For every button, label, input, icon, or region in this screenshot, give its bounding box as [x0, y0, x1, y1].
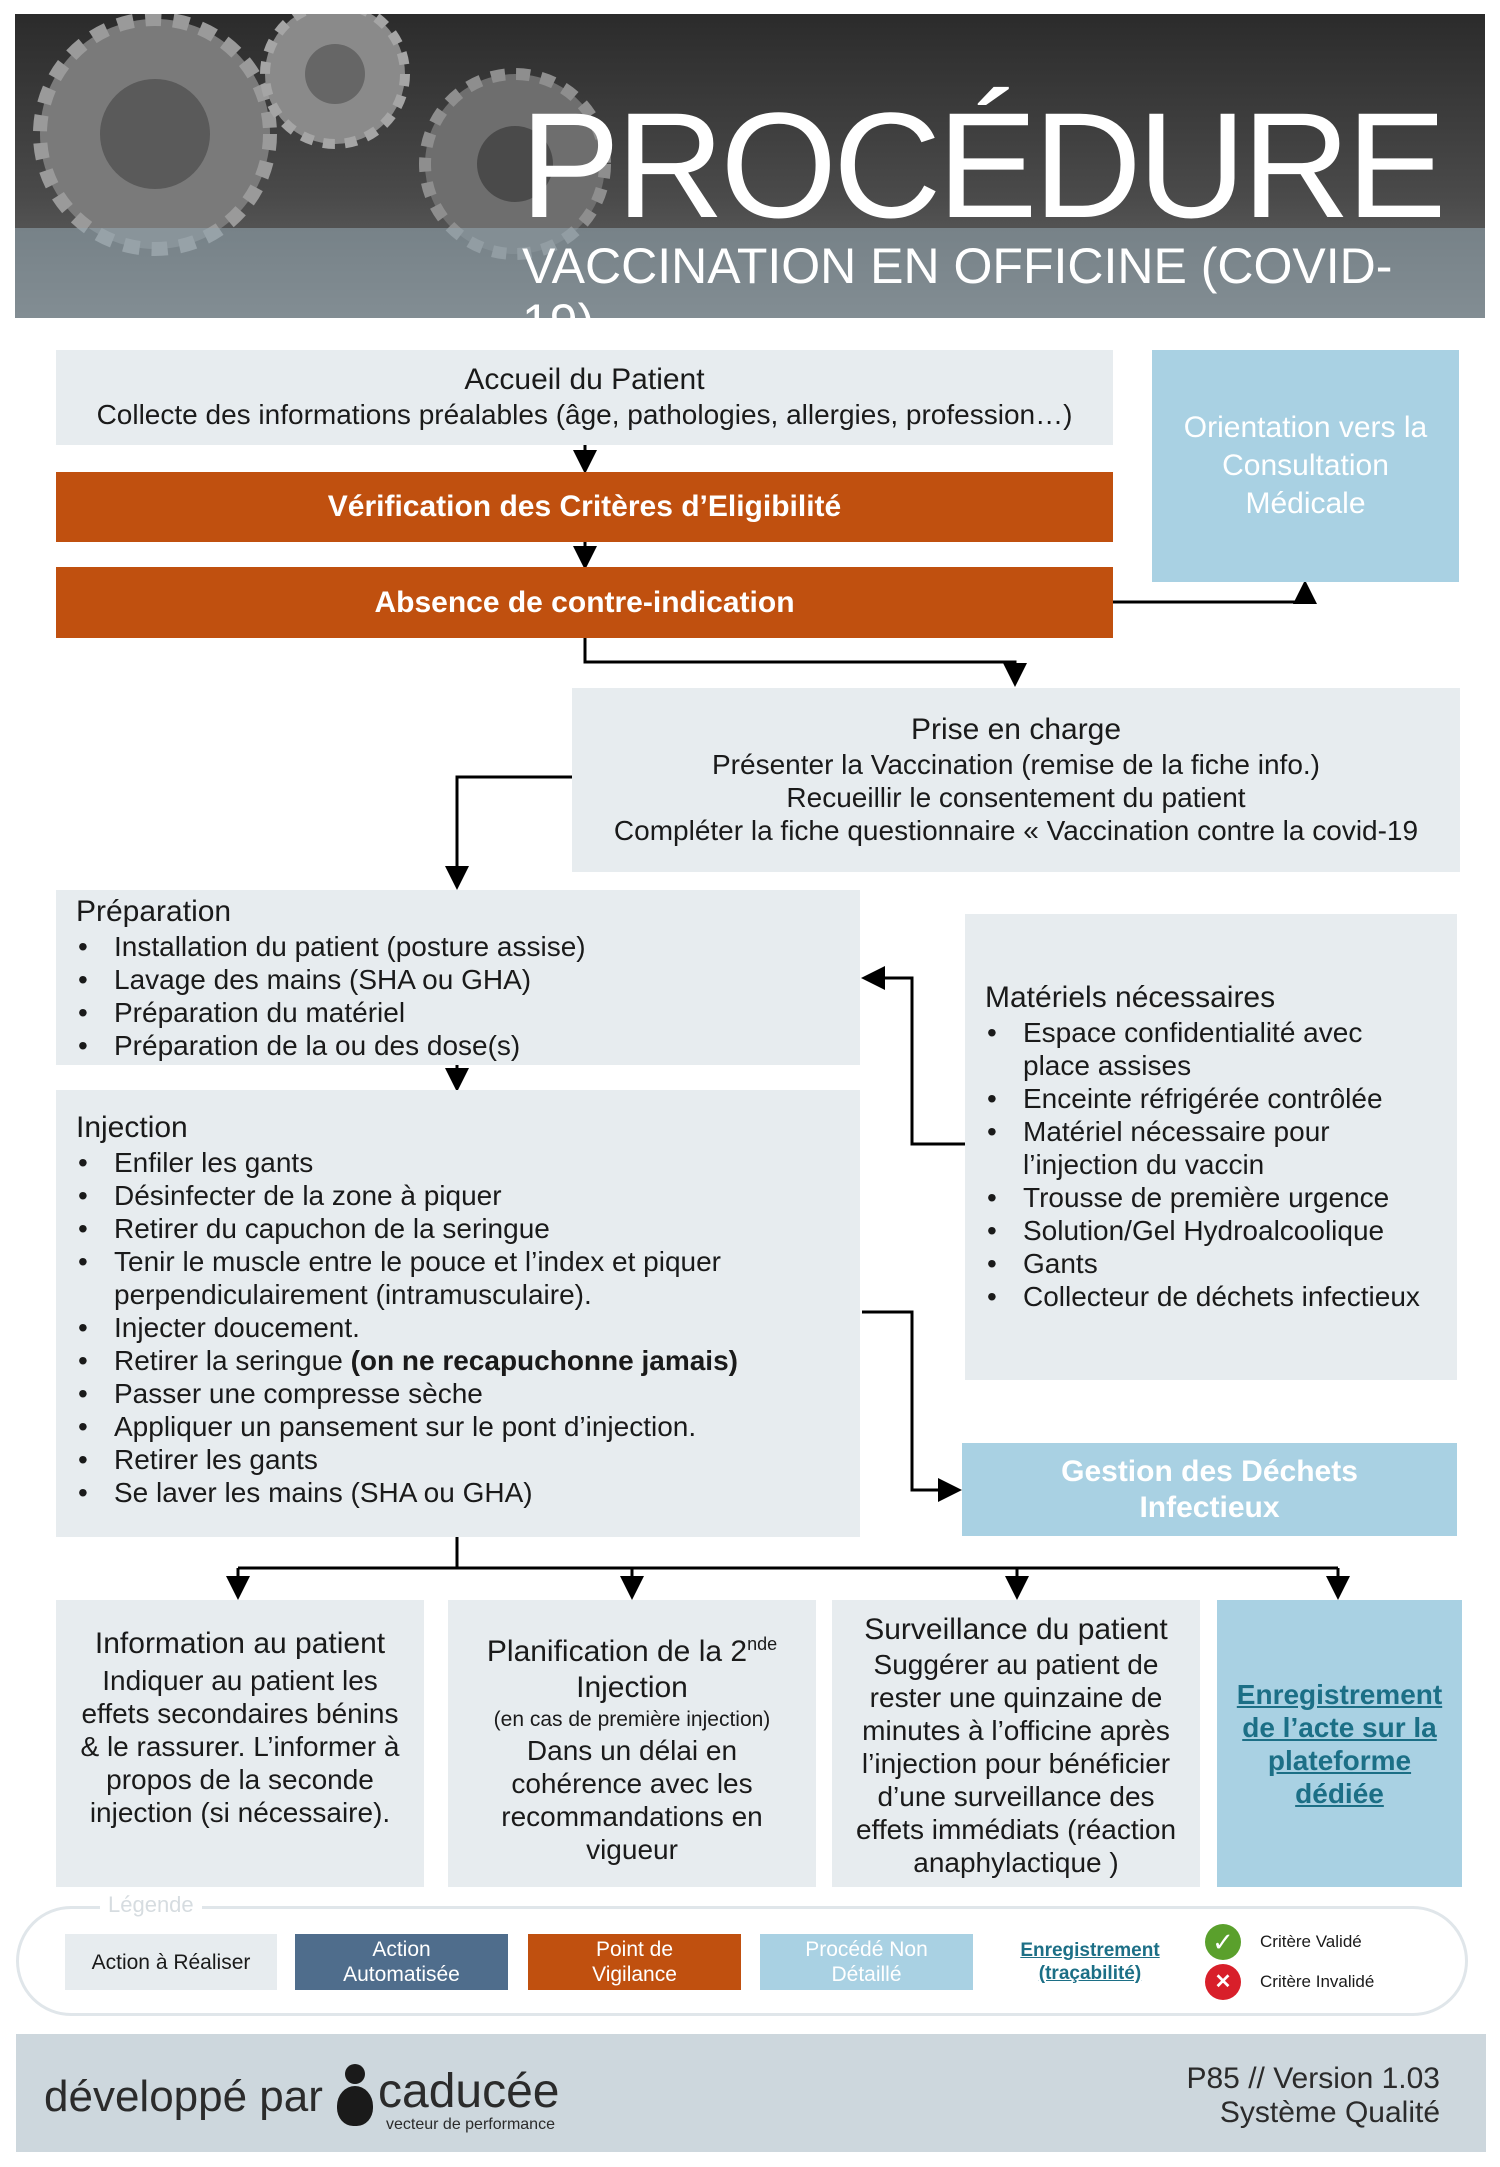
enregistrement-box: Enregistrement de l’acte sur la platefor…	[1217, 1600, 1462, 1887]
gestion-box: Gestion des Déchets Infectieux	[962, 1443, 1457, 1536]
cross-icon: ✕	[1205, 1964, 1241, 2000]
list-item: Matériel nécessaire pour l’injection du …	[985, 1115, 1437, 1181]
prise-title: Prise en charge	[910, 713, 1122, 746]
legend-auto: Action Automatisée	[295, 1934, 508, 1990]
page-title: PROCÉDURE	[520, 81, 1446, 249]
verification-label: Vérification des Critères d’Eligibilité	[327, 490, 842, 523]
caducee-logo-icon	[337, 2064, 373, 2130]
footer-system: Système Qualité	[1219, 2096, 1440, 2129]
legend-enreg-link[interactable]: Enregistrement (traçabilité)	[1020, 1940, 1160, 1984]
planification-title: Planification de la 2nde	[468, 1626, 796, 1670]
accueil-title: Accueil du Patient	[464, 363, 705, 396]
footer-bar	[16, 2034, 1486, 2152]
list-item: Passer une compresse sèche	[76, 1377, 820, 1410]
gears-illustration	[33, 14, 611, 260]
accueil-text: Collecte des informations préalables (âg…	[96, 399, 1073, 430]
planification-title-sup: nde	[747, 1634, 778, 1654]
list-item: Collecteur de déchets infectieux	[985, 1280, 1437, 1313]
check-icon: ✓	[1205, 1924, 1241, 1960]
materiels-list: Espace confidentialité avec place assise…	[985, 1016, 1437, 1313]
footer-version: P85 // Version 1.03	[1186, 2062, 1440, 2095]
planification-box: Planification de la 2nde Injection (en c…	[448, 1600, 816, 1887]
injection-list: Enfiler les gants Désinfecter de la zone…	[76, 1146, 820, 1509]
surveillance-title: Surveillance du patient	[864, 1613, 1168, 1646]
list-item: Trousse de première urgence	[985, 1181, 1437, 1214]
legend-title: Légende	[100, 1892, 202, 1918]
injection-box: Injection Enfiler les gants Désinfecter …	[56, 1090, 860, 1537]
list-item: Préparation de la ou des dose(s)	[76, 1029, 860, 1062]
planification-text: Dans un délai en cohérence avec les reco…	[501, 1735, 763, 1865]
prise-line-2: Recueillir le consentement du patient	[786, 782, 1246, 813]
list-item: Désinfecter de la zone à piquer	[76, 1179, 820, 1212]
materiels-title: Matériels nécessaires	[985, 981, 1276, 1014]
gestion-label: Gestion des Déchets Infectieux	[1061, 1454, 1358, 1524]
planification-title-a: Planification de la 2	[486, 1635, 748, 1668]
absence-label: Absence de contre-indication	[374, 586, 795, 619]
absence-box: Absence de contre-indication	[56, 567, 1113, 638]
legend-action: Action à Réaliser	[65, 1934, 277, 1990]
prise-line-1: Présenter la Vaccination (remise de la f…	[712, 749, 1320, 780]
list-item: Enfiler les gants	[76, 1146, 820, 1179]
surveillance-text: Suggérer au patient de rester une quinza…	[855, 1649, 1177, 1878]
footer-brand: caducée	[378, 2065, 560, 2118]
list-item: Lavage des mains (SHA ou GHA)	[76, 963, 860, 996]
information-box: Information au patient Indiquer au patie…	[56, 1600, 424, 1887]
information-text: Indiquer au patient les effets secondair…	[80, 1665, 400, 1828]
list-item: Gants	[985, 1247, 1437, 1280]
footer-tagline: vecteur de performance	[386, 2116, 555, 2133]
list-item: Solution/Gel Hydroalcoolique	[985, 1214, 1437, 1247]
legend-frame	[16, 1906, 1468, 2016]
page-subtitle: VACCINATION EN OFFICINE (COVID-19)	[522, 238, 1393, 350]
preparation-box: Préparation Installation du patient (pos…	[56, 890, 860, 1065]
orientation-box: Orientation vers la Consultation Médical…	[1152, 350, 1459, 582]
prise-line-3: Compléter la fiche questionnaire « Vacci…	[613, 815, 1419, 846]
legend-enreg: Enregistrement (traçabilité)	[1000, 1934, 1180, 1990]
list-item: Espace confidentialité avec place assise…	[985, 1016, 1437, 1082]
list-item: Enceinte réfrigérée contrôlée	[985, 1082, 1437, 1115]
header-banner	[15, 14, 1485, 318]
verification-box: Vérification des Critères d’Eligibilité	[56, 472, 1113, 542]
prise-box: Prise en charge Présenter la Vaccination…	[572, 688, 1460, 872]
list-item: Tenir le muscle entre le pouce et l’inde…	[76, 1245, 820, 1311]
list-item: Retirer la seringue (on ne recapuchonne …	[76, 1344, 820, 1377]
materiels-box: Matériels nécessaires Espace confidentia…	[965, 914, 1457, 1380]
surveillance-box: Surveillance du patient Suggérer au pati…	[832, 1600, 1200, 1887]
list-item: Se laver les mains (SHA ou GHA)	[76, 1476, 820, 1509]
injection-title: Injection	[76, 1111, 188, 1144]
information-title: Information au patient	[94, 1627, 386, 1660]
list-item: Injecter doucement.	[76, 1311, 820, 1344]
orientation-label: Orientation vers la Consultation Médical…	[1183, 411, 1428, 520]
footer-dev: développé par	[44, 2072, 323, 2121]
list-item-text: Retirer la seringue	[114, 1345, 351, 1376]
planification-note: (en cas de première injection)	[493, 1708, 771, 1731]
planification-title-b: Injection	[576, 1671, 688, 1704]
legend-vigilance: Point de Vigilance	[528, 1934, 741, 1990]
preparation-list: Installation du patient (posture assise)…	[76, 930, 860, 1062]
list-item: Appliquer un pansement sur le pont d’inj…	[76, 1410, 820, 1443]
list-item: Retirer les gants	[76, 1443, 820, 1476]
legend-valide: Critère Validé	[1260, 1932, 1362, 1951]
list-item: Installation du patient (posture assise)	[76, 930, 860, 963]
preparation-title: Préparation	[76, 895, 232, 928]
list-item: Préparation du matériel	[76, 996, 860, 1029]
legend-non-detaille: Procédé Non Détaillé	[760, 1934, 973, 1990]
bold-note: (on ne recapuchonne jamais)	[350, 1345, 738, 1376]
list-item: Retirer du capuchon de la seringue	[76, 1212, 820, 1245]
accueil-box: Accueil du Patient Collecte des informat…	[56, 350, 1113, 445]
legend-invalide: Critère Invalidé	[1260, 1972, 1375, 1991]
enregistrement-link[interactable]: Enregistrement de l’acte sur la platefor…	[1236, 1678, 1443, 1809]
